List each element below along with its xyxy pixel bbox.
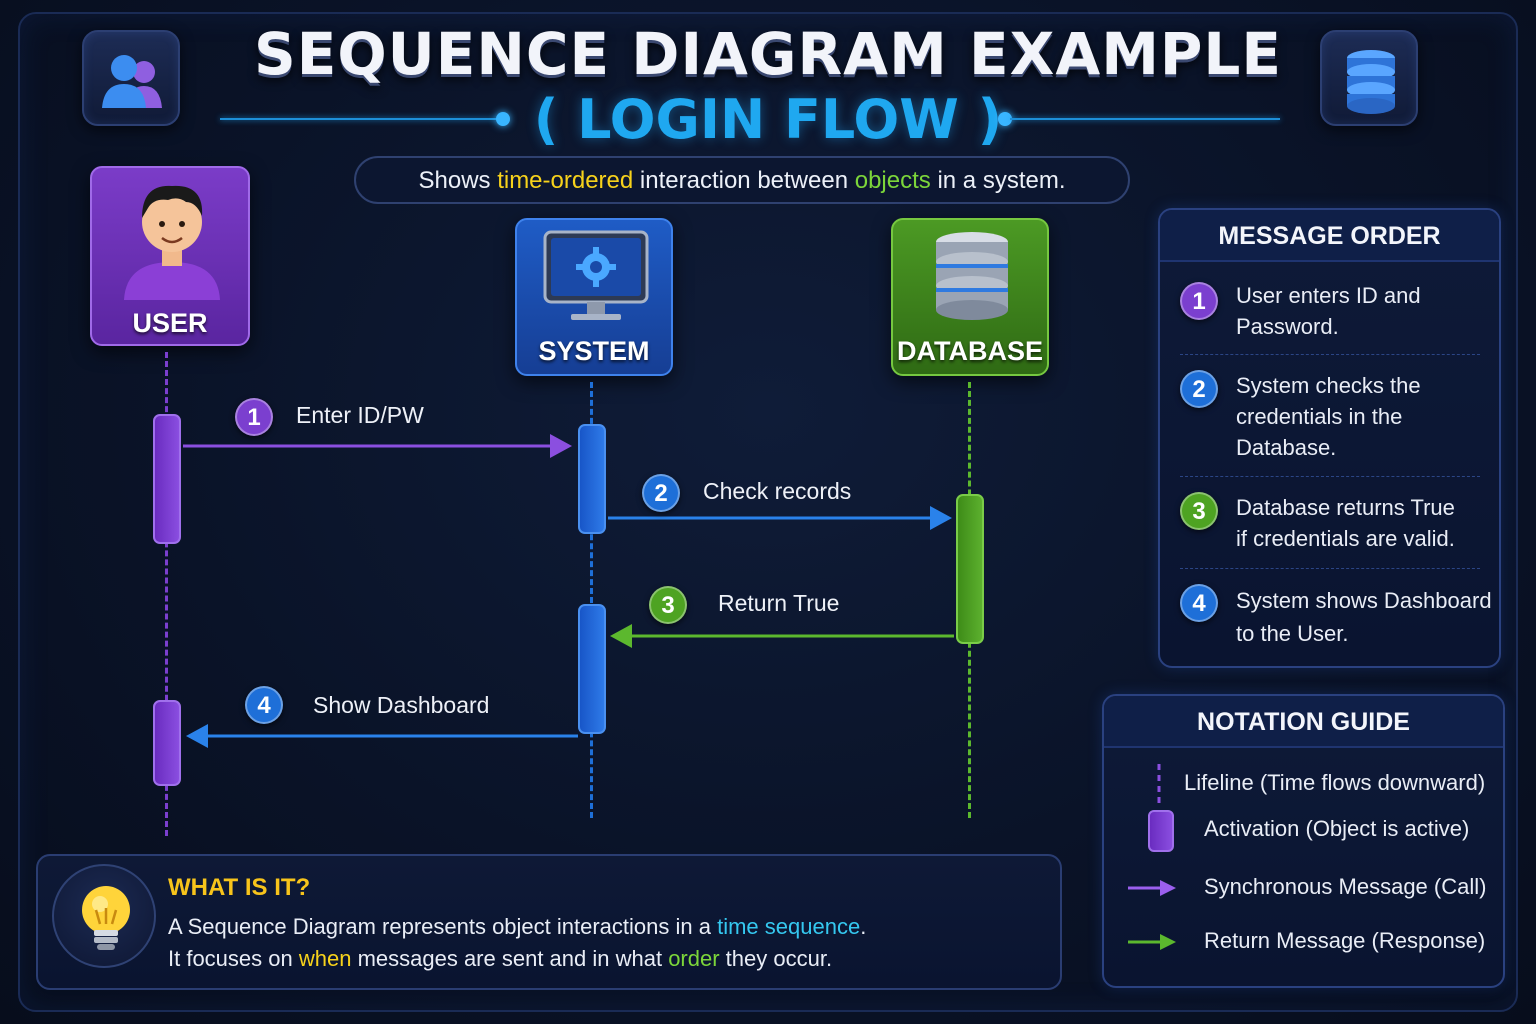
order-item-2-badge: 2 — [1180, 370, 1218, 408]
sync-arrow-icon — [1128, 880, 1176, 896]
actor-system: SYSTEM — [515, 218, 673, 376]
subtitle-dot-right — [998, 112, 1012, 126]
actor-user: USER — [90, 166, 250, 346]
message-order-title: MESSAGE ORDER — [1160, 210, 1499, 262]
activation-user-1 — [153, 414, 181, 544]
order-item-1: 1 User enters ID and Password. — [1180, 280, 1490, 350]
order-item-3-text: Database returns True if credentials are… — [1236, 495, 1455, 551]
message-2-badge: 2 — [642, 474, 680, 512]
lifeline-user — [165, 352, 168, 836]
tagline: Shows time-ordered interaction between o… — [354, 156, 1130, 204]
order-item-4: 4 System shows Dashboard to the User. — [1180, 584, 1492, 654]
order-item-2-text: System checks the credentials in the Dat… — [1236, 373, 1421, 460]
users-icon — [82, 30, 180, 126]
message-3-label: Return True — [718, 590, 840, 616]
page-subtitle: ( LOGIN FLOW ) — [533, 88, 1003, 151]
guide-row-return: Return Message (Response) — [1124, 922, 1504, 962]
computer-gear-icon — [543, 230, 649, 320]
notation-guide-title: NOTATION GUIDE — [1104, 696, 1503, 748]
activation-database — [956, 494, 984, 644]
message-4-badge: 4 — [245, 686, 283, 724]
message-2-label: Check records — [703, 478, 852, 504]
guide-lifeline-label: Lifeline (Time flows downward) — [1184, 770, 1486, 795]
message-4-label: Show Dashboard — [313, 692, 490, 718]
message-order-panel: MESSAGE ORDER 1 User enters ID and Passw… — [1158, 208, 1501, 668]
activation-user-2 — [153, 700, 181, 786]
info-line-1: A Sequence Diagram represents object int… — [168, 914, 867, 939]
info-title: WHAT IS IT? — [168, 874, 311, 901]
order-item-4-badge: 4 — [1180, 584, 1218, 622]
database-stack-icon — [936, 232, 1008, 320]
guide-row-sync: Synchronous Message (Call) — [1124, 868, 1504, 908]
message-arrows — [183, 434, 954, 748]
database-icon — [1320, 30, 1418, 126]
guide-activation-label: Activation (Object is active) — [1204, 816, 1470, 841]
order-item-4-text: System shows Dashboard to the User. — [1236, 588, 1492, 646]
order-item-1-text: User enters ID and Password. — [1236, 283, 1421, 339]
message-arrow-1 — [183, 434, 572, 458]
actor-database: DATABASE — [891, 218, 1049, 376]
message-1-badge: 1 — [235, 398, 273, 436]
info-line-2: It focuses on when messages are sent and… — [168, 946, 833, 971]
subtitle-divider-left — [220, 118, 500, 120]
order-divider — [1180, 354, 1480, 355]
return-arrow-icon — [1128, 934, 1176, 950]
subtitle-dot-left — [496, 112, 510, 126]
order-item-2: 2 System checks the credentials in the D… — [1180, 370, 1490, 470]
guide-row-activation: Activation (Object is active) — [1124, 810, 1504, 852]
subtitle-divider-right — [1010, 118, 1280, 120]
message-arrow-3 — [610, 624, 954, 648]
message-arrow-2 — [608, 506, 952, 530]
message-arrow-4 — [186, 724, 578, 748]
order-item-1-badge: 1 — [1180, 282, 1218, 320]
actor-database-label: DATABASE — [897, 336, 1043, 366]
guide-row-lifeline: Lifeline (Time flows downward) — [1124, 764, 1504, 804]
activation-system-1 — [578, 424, 606, 534]
activation-icon — [1148, 810, 1174, 852]
message-1-label: Enter ID/PW — [296, 402, 424, 428]
info-box: WHAT IS IT? A Sequence Diagram represent… — [36, 854, 1062, 990]
lifeline-icon — [1157, 764, 1161, 804]
actor-system-label: SYSTEM — [538, 336, 650, 366]
outer-frame — [18, 12, 1518, 1012]
message-3-badge: 3 — [649, 586, 687, 624]
order-divider — [1180, 476, 1480, 477]
order-item-3-badge: 3 — [1180, 492, 1218, 530]
order-divider — [1180, 568, 1480, 569]
notation-guide-panel: NOTATION GUIDE Lifeline (Time flows down… — [1102, 694, 1505, 988]
guide-return-label: Return Message (Response) — [1204, 928, 1486, 953]
lifeline-system — [590, 382, 593, 818]
activation-system-2 — [578, 604, 606, 734]
actor-user-label: USER — [132, 308, 208, 338]
page-title: SEQUENCE DIAGRAM EXAMPLE — [253, 20, 1283, 88]
user-avatar-icon — [124, 185, 220, 300]
order-item-3: 3 Database returns True if credentials a… — [1180, 492, 1490, 562]
lightbulb-icon — [52, 864, 156, 968]
guide-sync-label: Synchronous Message (Call) — [1204, 874, 1487, 899]
